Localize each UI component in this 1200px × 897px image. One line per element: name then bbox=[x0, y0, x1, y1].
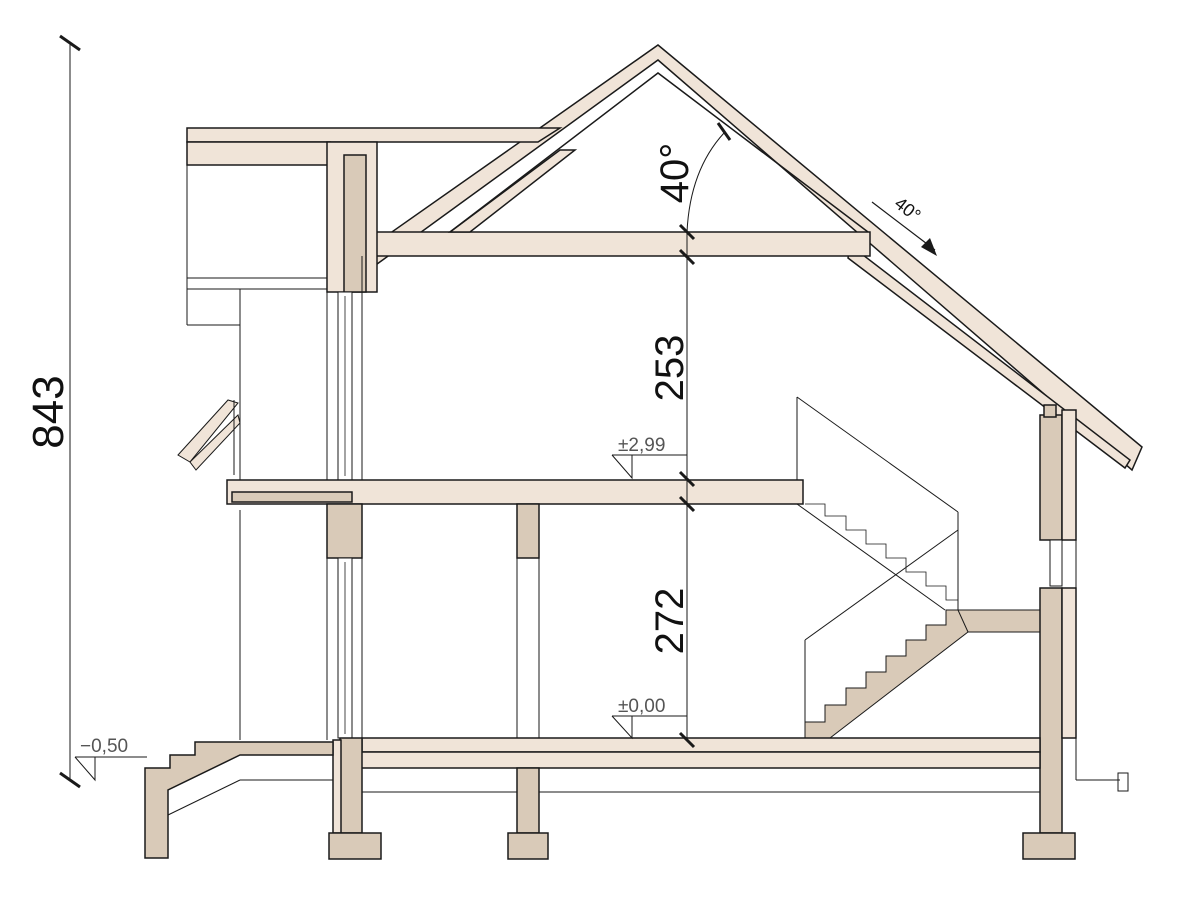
level-terrain-label: −0,50 bbox=[80, 736, 128, 757]
first-floor-beam-left bbox=[326, 503, 363, 559]
footing-right bbox=[1022, 832, 1076, 860]
stair-lower-flight bbox=[804, 609, 969, 739]
floor-dim-tick-3 bbox=[678, 470, 696, 488]
right-wall bbox=[1039, 404, 1077, 834]
roof-pitch-arrow bbox=[871, 201, 936, 251]
stair-rail-lower-1 bbox=[804, 529, 959, 641]
first-floor-slab-core bbox=[231, 491, 353, 503]
roof bbox=[186, 44, 1143, 472]
roof-inner-slope bbox=[847, 243, 1131, 470]
ground-floor-height-label: 272 bbox=[648, 588, 692, 655]
ground-slab-band bbox=[361, 737, 1041, 753]
overall-dim-tick-top bbox=[59, 34, 81, 52]
dimension-lines bbox=[59, 34, 937, 789]
stairs bbox=[796, 396, 1041, 739]
foundation-wall-left bbox=[339, 737, 363, 834]
interior-column bbox=[516, 558, 540, 740]
level-marker-first-tri bbox=[611, 454, 633, 480]
ground-window bbox=[337, 557, 353, 739]
right-wall-cap bbox=[1043, 404, 1057, 418]
level-ground-floor-label: ±0,00 bbox=[618, 696, 665, 717]
exterior-steps-body bbox=[144, 741, 334, 859]
roof-angle-arc bbox=[686, 132, 725, 233]
roof-rafter-band bbox=[350, 44, 1143, 472]
foundation-wall-left-outer bbox=[332, 739, 342, 834]
level-first-floor-label: ±2,99 bbox=[618, 435, 665, 456]
floor-dim-tick-5 bbox=[678, 731, 696, 749]
roof-eave-left-lower bbox=[186, 141, 331, 166]
left-railing-bracket bbox=[177, 399, 239, 463]
upper-floor-height-label: 253 bbox=[648, 335, 692, 402]
roof-pitch-arrowhead bbox=[921, 238, 937, 256]
upper-left-wall bbox=[186, 141, 378, 481]
exterior-steps-line bbox=[167, 779, 241, 816]
right-wall-upper-outer bbox=[1061, 409, 1077, 541]
collar-beam bbox=[361, 231, 871, 257]
stair-upper-steps bbox=[805, 503, 958, 601]
right-drain-pipe bbox=[1117, 772, 1129, 792]
left-railing-detail bbox=[177, 399, 241, 475]
exterior-steps bbox=[144, 741, 334, 859]
level-marker-terrain-tri bbox=[74, 756, 96, 782]
right-window-frame bbox=[1049, 539, 1063, 587]
stair-rail-upper-4 bbox=[796, 503, 946, 611]
first-floor-slab bbox=[226, 479, 804, 559]
right-wall-upper bbox=[1039, 414, 1063, 541]
roof-eave-left bbox=[186, 127, 563, 143]
floor-dim-tick-4 bbox=[678, 495, 696, 513]
labels: 843 253 272 40° 40° ±2,99 ±0,00 −0,50 bbox=[24, 143, 925, 757]
left-railing-bracket-2 bbox=[189, 414, 241, 471]
footing-mid bbox=[507, 832, 549, 860]
first-floor-beam-mid bbox=[516, 503, 540, 559]
roof-angle-label: 40° bbox=[653, 143, 697, 204]
right-wall-lower-outer bbox=[1061, 587, 1077, 739]
foundation-wall-mid bbox=[516, 767, 540, 834]
roof-angle-tick bbox=[716, 122, 732, 141]
right-terrain bbox=[1076, 772, 1129, 792]
right-wall-lower bbox=[1039, 587, 1063, 834]
overall-dim-tick-bottom bbox=[59, 771, 81, 789]
floor-dim-tick-2 bbox=[678, 248, 696, 266]
ridge-inner-line bbox=[449, 72, 869, 233]
upper-left-wall-core bbox=[343, 154, 367, 293]
stair-rail-upper-1 bbox=[796, 396, 959, 513]
stair-landing bbox=[954, 609, 1041, 633]
overall-height-label: 843 bbox=[24, 375, 73, 448]
level-marker-ground-tri bbox=[611, 715, 633, 740]
footing-left bbox=[328, 832, 382, 860]
ground-slab bbox=[328, 737, 1076, 860]
roof-strut bbox=[447, 149, 578, 233]
ground-slab-lower bbox=[339, 751, 1041, 769]
